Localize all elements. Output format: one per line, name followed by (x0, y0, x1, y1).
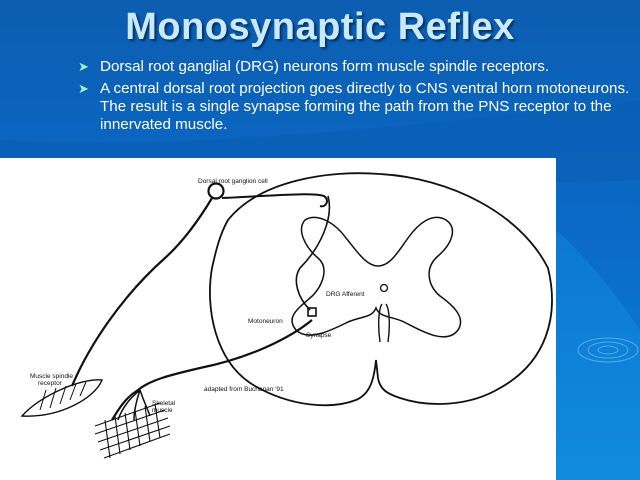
bullet-text: A central dorsal root projection goes di… (100, 80, 630, 133)
chevron-right-icon: ➤ (78, 59, 89, 74)
reflex-diagram: Dorsal root ganglion cell DRG Afferent M… (0, 158, 556, 480)
spinal-cord-outline (209, 172, 553, 407)
sensory-fiber (70, 197, 213, 387)
gray-matter (291, 216, 462, 338)
label-skeletal-muscle-2: muscle (152, 407, 173, 414)
afferent-fiber (295, 195, 331, 311)
chevron-right-icon: ➤ (78, 81, 89, 96)
slide-title: Monosynaptic Reflex (125, 6, 515, 48)
label-muscle-spindle-1: Muscle spindle (30, 373, 73, 380)
synapse-box (307, 307, 317, 317)
muscle-nerve-branches (117, 389, 151, 421)
label-synapse: Synapse (306, 332, 332, 339)
bullet-item: ➤ A central dorsal root projection goes … (78, 80, 633, 134)
label-skeletal-muscle-1: Skeletal (152, 400, 176, 407)
label-motoneuron: Motoneuron (248, 318, 283, 325)
central-canal (379, 283, 389, 293)
label-drg-cell: Dorsal root ganglion cell (198, 178, 268, 185)
label-muscle-spindle-2: receptor (38, 380, 62, 387)
bullet-text: Dorsal root ganglial (DRG) neurons form … (100, 58, 550, 75)
bullet-list: ➤ Dorsal root ganglial (DRG) neurons for… (78, 58, 633, 138)
reflex-diagram-drawing (20, 172, 553, 459)
skeletal-muscle (94, 402, 171, 459)
water-ripple-decoration (577, 337, 639, 363)
label-drg-afferent: DRG Afferent (326, 291, 365, 298)
bullet-item: ➤ Dorsal root ganglial (DRG) neurons for… (78, 58, 633, 76)
dorsal-root-ganglion-cell (207, 182, 225, 200)
label-credit: adapted from Buchanan '91 (204, 386, 284, 393)
ventral-fissure (377, 303, 391, 343)
dorsal-root (221, 193, 328, 208)
motoneuron-axon (111, 319, 313, 421)
